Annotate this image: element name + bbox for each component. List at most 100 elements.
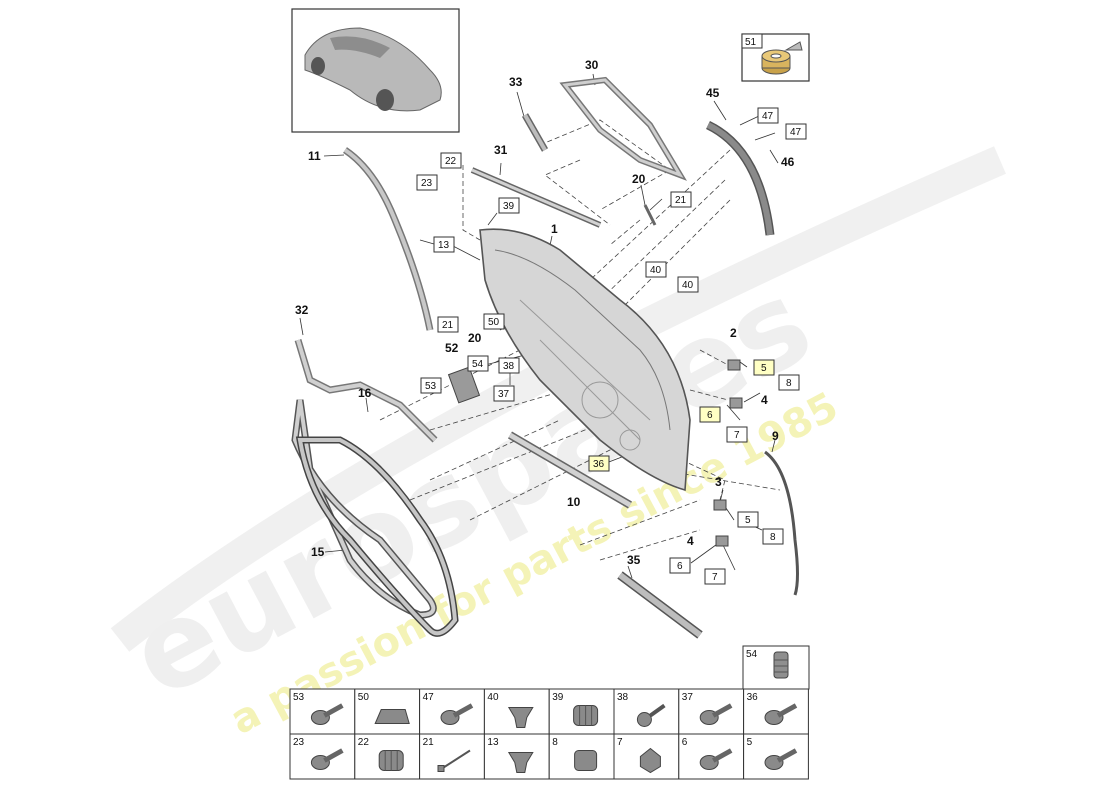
ref-8-a: 8 — [786, 378, 792, 389]
callout-31: 31 — [494, 143, 508, 157]
boxed-refs — [416, 33, 807, 585]
screw-icon — [764, 748, 798, 770]
clip-icon — [507, 707, 534, 728]
part-52-clip-pack — [447, 366, 481, 404]
ref-22: 22 — [445, 156, 457, 167]
callout-labels: 11 31 33 30 45 46 20 1 32 20 52 16 2 4 9… — [295, 58, 795, 567]
table-cell-label: 21 — [423, 737, 435, 748]
table-cell-53: 53 — [289, 688, 356, 735]
table-cell-label: 22 — [358, 737, 370, 748]
table-cell-6: 6 — [678, 733, 745, 780]
table-cell-label: 39 — [552, 692, 564, 703]
ref-7-b: 7 — [712, 572, 718, 583]
callout-4-lower: 4 — [687, 534, 694, 548]
cable-tie-icon — [437, 749, 471, 772]
table-cell-50: 50 — [354, 688, 421, 735]
nut-icon — [639, 747, 661, 774]
boxed-ref-labels: 51 22 23 47 47 39 21 13 40 40 21 50 54 3… — [421, 37, 802, 583]
ref-6-b: 6 — [677, 561, 683, 572]
callout-3: 3 — [715, 475, 722, 489]
table-cell-36: 36 — [743, 688, 809, 735]
table-cell-label: 36 — [747, 692, 759, 703]
part-4-hinge-upper — [729, 397, 743, 409]
table-cell-40: 40 — [483, 688, 550, 735]
part-10-strip — [507, 431, 633, 509]
screw-grommet-icon — [773, 651, 789, 679]
part-32-seal — [294, 338, 438, 443]
car-thumbnail-icon — [291, 8, 460, 133]
table-cell-23: 23 — [289, 733, 356, 780]
part-15-seal — [295, 436, 459, 637]
callout-1: 1 — [551, 222, 558, 236]
callout-20-mid: 20 — [468, 331, 482, 345]
table-cell-label: 37 — [682, 692, 694, 703]
ref-40-a: 40 — [650, 265, 662, 276]
ref-6-a: 6 — [707, 410, 713, 421]
part-2-hinge — [727, 359, 741, 371]
table-cell-label: 13 — [487, 737, 499, 748]
table-cell-8: 8 — [548, 733, 615, 780]
part-16-seal — [291, 399, 437, 619]
ref-38: 38 — [503, 361, 515, 372]
table-cell-39: 39 — [548, 688, 615, 735]
callout-11: 11 — [308, 149, 321, 163]
screw-icon — [310, 748, 344, 770]
part-33-trim — [521, 113, 549, 152]
callout-2: 2 — [730, 326, 737, 340]
part-9-cable — [764, 450, 799, 596]
ref-53: 53 — [425, 381, 437, 392]
ref-5-b: 5 — [745, 515, 751, 526]
ref-21-b: 21 — [442, 320, 454, 331]
screw-icon — [764, 703, 798, 725]
table-cell-label: 6 — [682, 737, 688, 748]
expanding-rivet-icon — [699, 703, 733, 725]
part-4-hinge-lower — [715, 535, 729, 547]
table-cell-22: 22 — [354, 733, 421, 780]
part-30-window-frame — [559, 76, 687, 181]
ref-51: 51 — [745, 37, 757, 48]
part-20-clip-top — [643, 204, 657, 226]
callout-46: 46 — [781, 155, 795, 169]
table-cell-label: 50 — [358, 692, 370, 703]
ref-39: 39 — [503, 201, 515, 212]
screw-icon — [310, 703, 344, 725]
callout-45: 45 — [706, 86, 720, 100]
plug-icon — [573, 705, 599, 726]
callout-16: 16 — [358, 386, 372, 400]
table-cell-label: 53 — [293, 692, 305, 703]
ref-7-a: 7 — [734, 430, 740, 441]
ball-stud-icon — [636, 703, 666, 727]
ref-50: 50 — [488, 317, 500, 328]
ref-21-a: 21 — [675, 195, 687, 206]
clip-icon — [507, 752, 534, 773]
callout-20-top: 20 — [632, 172, 646, 186]
callout-52: 52 — [445, 341, 459, 355]
table-cell-37: 37 — [678, 688, 745, 735]
callout-9: 9 — [772, 429, 779, 443]
plug-icon — [378, 750, 404, 771]
part-45-46-strip — [705, 120, 775, 236]
part-11-seal-strip — [342, 147, 434, 331]
callout-30: 30 — [585, 58, 599, 72]
ref-8-b: 8 — [770, 532, 776, 543]
table-cell-label: 8 — [552, 737, 558, 748]
part-3-hinge — [713, 499, 727, 511]
ref-47-b: 47 — [790, 127, 802, 138]
ref-36: 36 — [593, 459, 605, 470]
table-cell-7: 7 — [613, 733, 680, 780]
part-51-thumbnail — [741, 33, 810, 82]
ref-5-a: 5 — [761, 363, 767, 374]
bolt-icon — [699, 748, 733, 770]
table-cell-label: 23 — [293, 737, 305, 748]
ref-54: 54 — [472, 359, 484, 370]
table-cell-47: 47 — [419, 688, 485, 735]
callout-15: 15 — [311, 545, 325, 559]
ref-23: 23 — [421, 178, 433, 189]
table-cell-21: 21 — [419, 733, 485, 780]
table-cell-label: 40 — [487, 692, 499, 703]
ref-47-a: 47 — [762, 111, 774, 122]
ref-40-b: 40 — [682, 280, 694, 291]
